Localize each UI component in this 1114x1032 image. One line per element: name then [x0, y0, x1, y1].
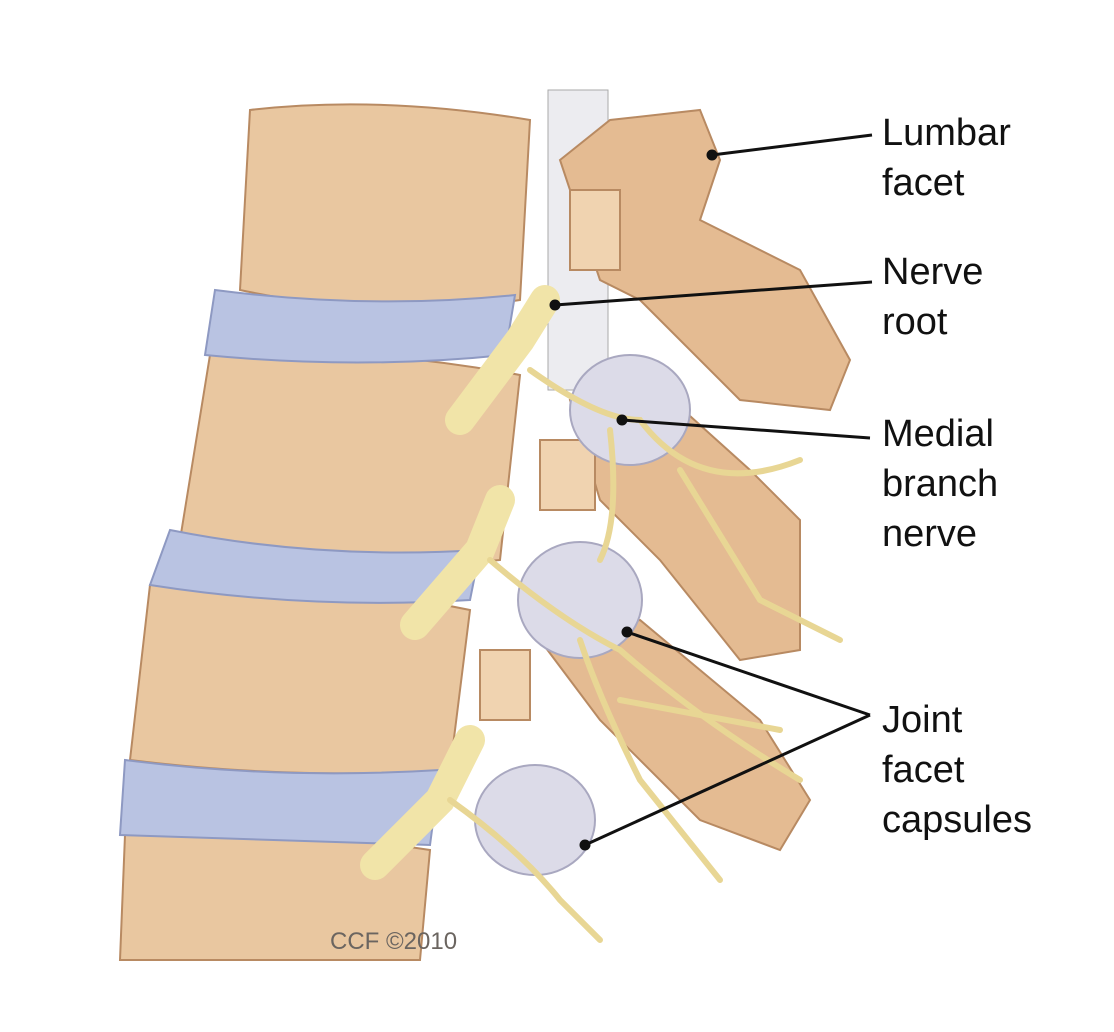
- lumbar-facet-process: [558, 108, 852, 412]
- label-nerve-root: Nerve root: [882, 247, 983, 347]
- label-line: Nerve: [882, 251, 984, 293]
- leader-lumbar-facet: [711, 133, 873, 157]
- facets-and-processes: [479, 108, 852, 852]
- label-line: branch: [882, 463, 999, 505]
- label-line: nerve: [882, 513, 978, 555]
- joint-capsules: [474, 354, 691, 876]
- disc-3: [118, 758, 442, 847]
- vertebral-bodies: [118, 103, 532, 961]
- disc-2: [148, 528, 482, 604]
- leader-medial-branch: [621, 418, 871, 440]
- label-joint-facet-capsules: Joint facet capsules: [882, 695, 1032, 845]
- disc-1: [203, 288, 517, 364]
- label-line: Joint: [882, 699, 963, 741]
- copyright-credit: CCF ©2010: [330, 928, 458, 955]
- intervertebral-discs: [118, 288, 517, 847]
- leader-nerve-root: [554, 280, 873, 307]
- label-line: Lumbar: [882, 112, 1011, 154]
- leader-joint-capsule-1: [626, 630, 871, 717]
- label-lumbar-facet: Lumbar facet: [882, 108, 1011, 208]
- label-line: capsules: [882, 799, 1032, 841]
- vertebra-1: [238, 103, 532, 309]
- leader-lines: [549, 133, 873, 851]
- label-line: Medial: [882, 413, 994, 455]
- label-line: facet: [882, 749, 965, 791]
- label-medial-branch-nerve: Medial branch nerve: [882, 409, 998, 559]
- label-line: root: [882, 301, 948, 343]
- label-line: facet: [882, 162, 965, 204]
- leader-joint-capsule-2: [584, 713, 871, 847]
- nerves: [360, 285, 843, 943]
